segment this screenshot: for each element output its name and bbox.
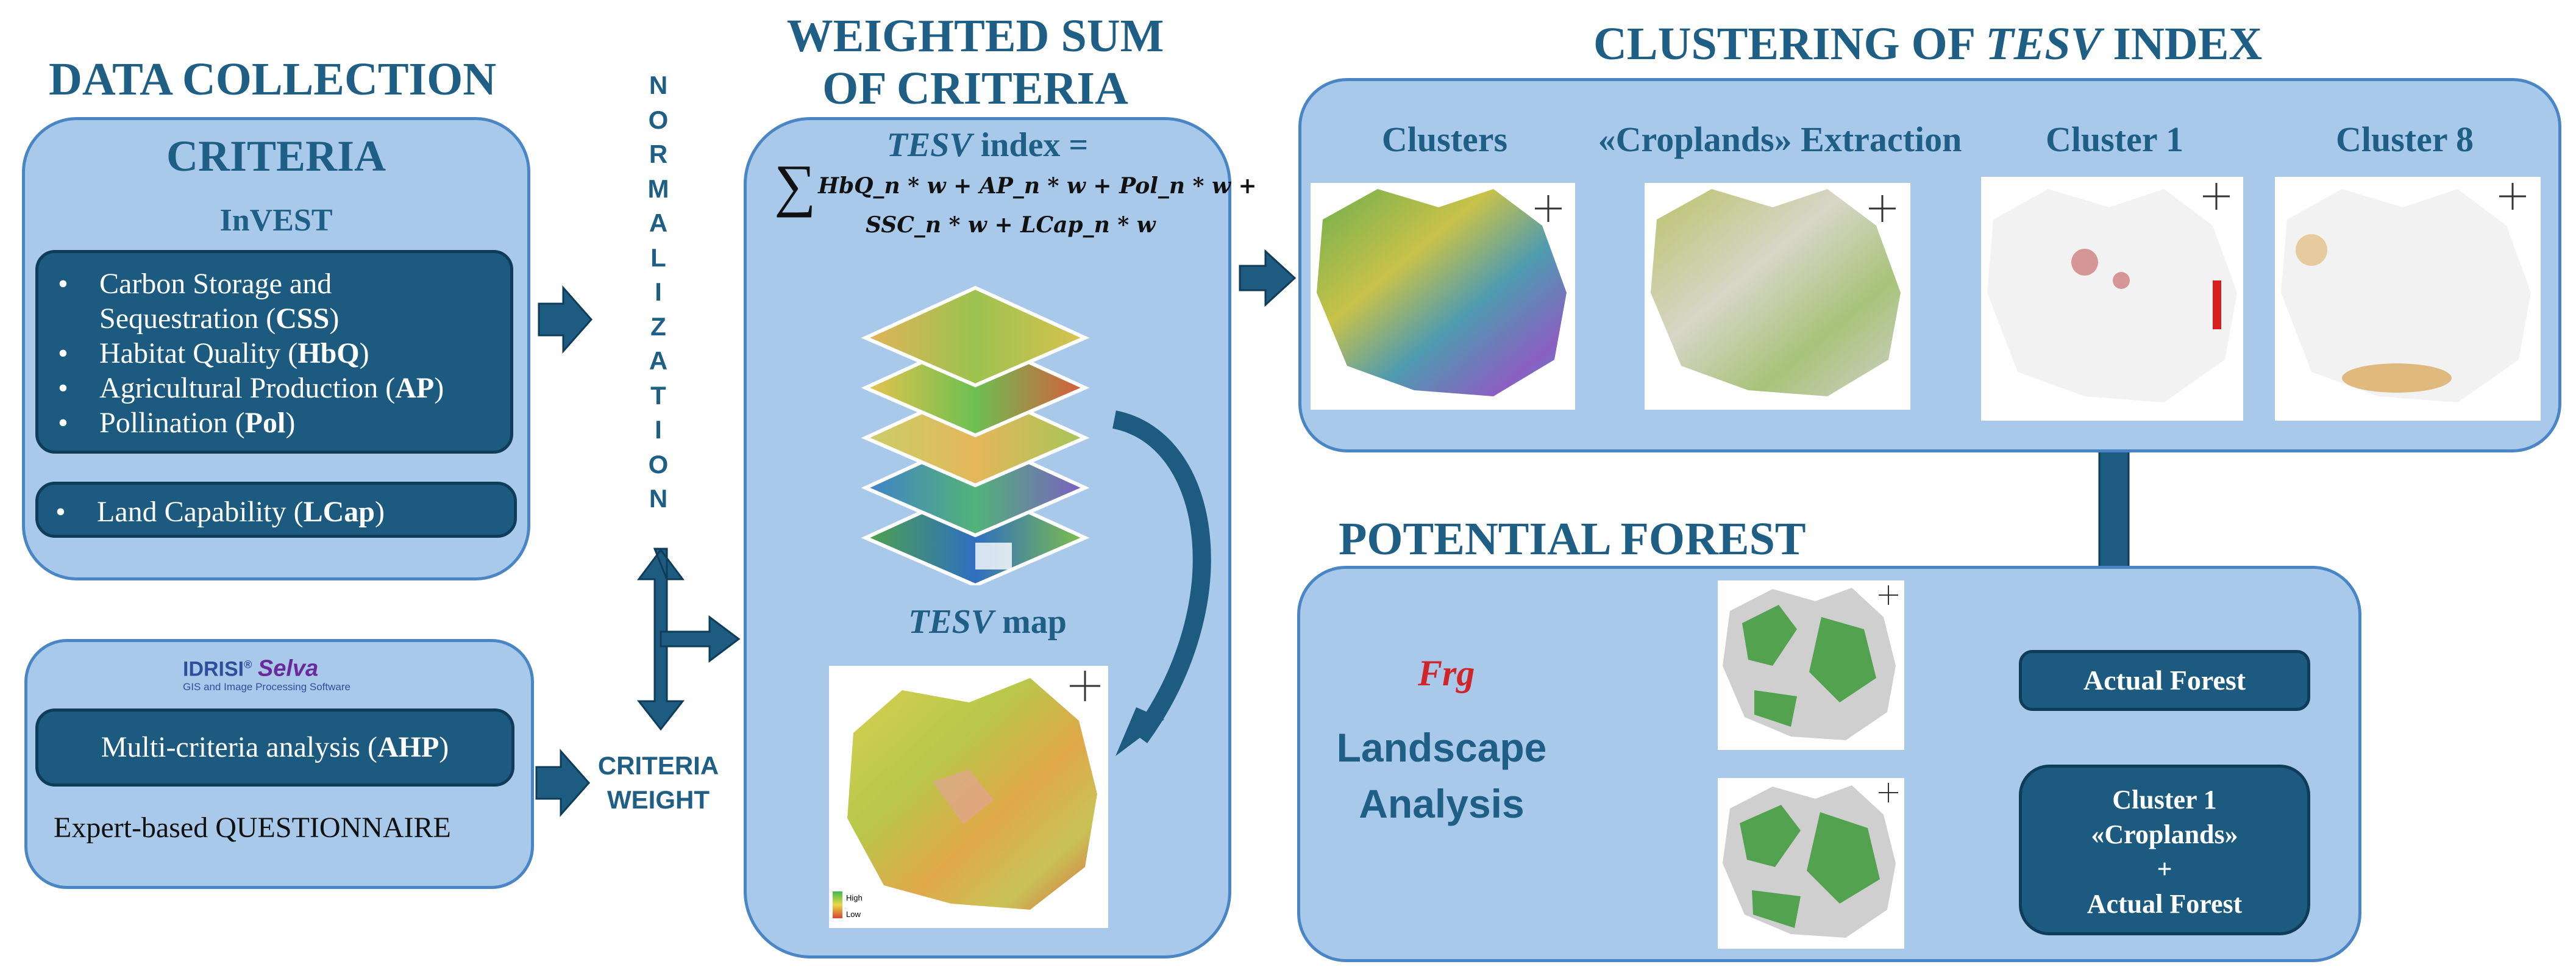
expert-questionnaire: Expert-based QUESTIONNAIRE [54, 812, 451, 844]
compass-icon [1070, 671, 1100, 701]
tesv-map-title: TESV map [908, 603, 1067, 641]
legend-high: High [846, 893, 863, 902]
cluster-8-map [2275, 177, 2541, 421]
arrow-criteria-to-normalization [538, 285, 593, 354]
criteria-layer-stack [861, 285, 1090, 585]
idrisi-selva-logo: IDRISI® Selva GIS and Image Processing S… [183, 655, 350, 693]
label-cluster-1: Cluster 1 [2045, 120, 2184, 159]
invest-label: InVEST [219, 203, 333, 238]
formula-line2: SSC_n * w + LCap_n * w [866, 212, 1156, 238]
cluster1-croplands-forest-box: Cluster 1 «Croplands» + Actual Forest [2019, 765, 2310, 935]
frg-logo: Frg [1418, 653, 1475, 693]
clustering-heading: CLUSTERING OF TESV INDEX [1593, 18, 2263, 70]
criterion-pol: Pollination (Pol) [58, 405, 510, 440]
formula-line1: HbQ_n * w + AP_n * w + Pol_n * w + [818, 173, 1257, 199]
cluster-1-map [1981, 177, 2243, 421]
legend-low: Low [846, 910, 861, 919]
arrow-to-clustering [1239, 249, 1297, 307]
croplands-extraction-map [1645, 183, 1910, 410]
arrow-ahp-to-weight [535, 749, 591, 817]
data-collection-heading: DATA COLLECTION [49, 54, 497, 105]
summation-symbol: ∑ [774, 152, 816, 218]
curved-arrow-layers-to-map [1112, 410, 1211, 756]
arrow-to-weighted-sum [660, 615, 741, 663]
cluster1-forest-map [1718, 778, 1904, 949]
land-capability-box: Land Capability (LCap) [35, 482, 517, 538]
actual-forest-box: Actual Forest [2019, 650, 2310, 711]
layer-1 [861, 285, 1090, 388]
mca-ahp-box: Multi-criteria analysis (AHP) [35, 709, 514, 787]
tesv-index-title: TESV index = [886, 126, 1089, 164]
criterion-hbq: Habitat Quality (HbQ) [58, 336, 510, 371]
criteria-title: CRITERIA [166, 132, 386, 180]
potential-forest-heading: POTENTIAL FOREST [1339, 513, 1806, 565]
criterion-lcap: Land Capability (LCap) [55, 494, 514, 529]
label-cluster-8: Cluster 8 [2335, 120, 2474, 159]
criterion-ap: Agricultural Production (AP) [58, 371, 510, 405]
clusters-map [1311, 183, 1575, 410]
label-clusters: Clusters [1381, 120, 1508, 159]
arrow-double-vertical [636, 548, 685, 731]
tesv-map: High Low [829, 666, 1108, 928]
label-croplands-extraction: «Croplands» Extraction [1598, 120, 1962, 159]
actual-forest-map [1718, 580, 1904, 750]
